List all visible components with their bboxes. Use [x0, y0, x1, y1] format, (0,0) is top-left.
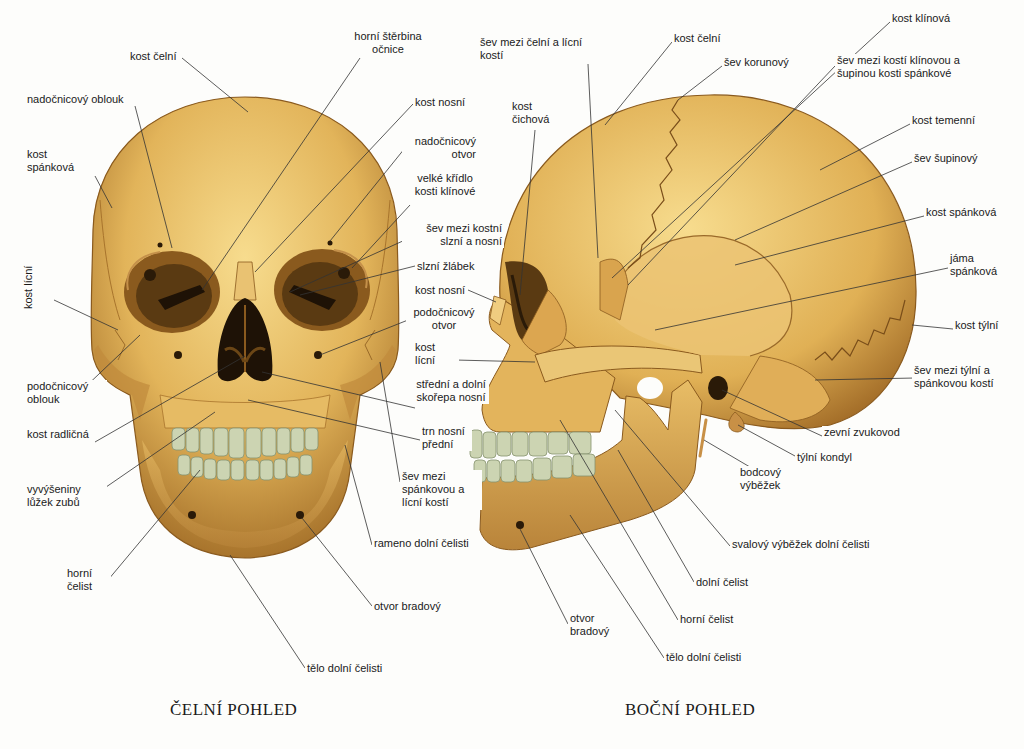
part-label: šev šupinový [912, 152, 980, 165]
front-skull [91, 97, 399, 558]
part-label: kost čichová [510, 100, 562, 126]
part-label: kost spánková [25, 148, 79, 174]
part-label: kost týlní [953, 319, 1000, 332]
part-label: vyvýšeniny lůžek zubů [25, 483, 107, 509]
part-label: kost nosní [413, 284, 467, 297]
part-label: šev mezi čelní a lícní kostí [478, 36, 594, 62]
part-label: tělo dolní čelisti [305, 662, 384, 675]
part-label: kost spánková [924, 206, 998, 219]
part-label: kost nosní [413, 96, 467, 109]
part-label: podočnicový oblouk [25, 380, 107, 406]
part-label: horní štěrbina očnice [342, 30, 434, 56]
part-label: kost radličná [25, 428, 91, 441]
view-caption: ČELNÍ POHLED [168, 700, 299, 720]
part-label: trn nosní přední [420, 425, 472, 451]
part-label: týlní kondyl [795, 451, 854, 464]
part-label: šev mezi týlní a spánkovou kostí [912, 364, 1018, 390]
part-label: velké křídlo kosti klínové [410, 172, 480, 198]
part-label: šev mezi kostí klínovou a šupinou kosti … [835, 54, 989, 80]
part-label: tělo dolní čelisti [664, 651, 743, 664]
leader-lines [54, 22, 953, 668]
side-skull [470, 95, 916, 550]
part-label: šev korunový [722, 56, 791, 69]
part-label: kost lícní [22, 263, 35, 310]
part-label: podočnicový otvor [406, 306, 482, 332]
part-label: rameno dolní čelisti [372, 537, 471, 550]
part-label: střední a dolní skořepa nosní [413, 378, 489, 404]
part-label: horní čelist [65, 567, 111, 593]
part-label: nadočnicový oblouk [25, 93, 126, 106]
view-caption: BOČNÍ POHLED [623, 700, 757, 720]
part-label: slzní žlábek [415, 260, 476, 273]
part-label: jáma spánková [948, 252, 1010, 278]
part-label: nadočnicový otvor [402, 135, 478, 161]
part-label: kost klínová [890, 12, 952, 25]
part-label: kost čelní [672, 32, 722, 45]
part-label: otvor bradový [372, 600, 443, 613]
part-label: kost temenní [910, 114, 977, 127]
part-label: zevní zvukovod [822, 426, 902, 439]
part-label: bodcový výběžek [738, 466, 800, 492]
part-label: kost čelní [128, 50, 178, 63]
part-label: horní čelist [678, 613, 735, 626]
part-label: šev mezi kostní slzní a nosní [402, 222, 504, 248]
part-label: dolní čelist [694, 576, 750, 589]
part-label: otvor bradový [568, 612, 622, 638]
part-label: šev mezi spánkovou a lícní kostí [400, 470, 482, 510]
part-label: svalový výběžek dolní čelisti [730, 538, 872, 551]
part-label: kost lícní [413, 341, 459, 367]
